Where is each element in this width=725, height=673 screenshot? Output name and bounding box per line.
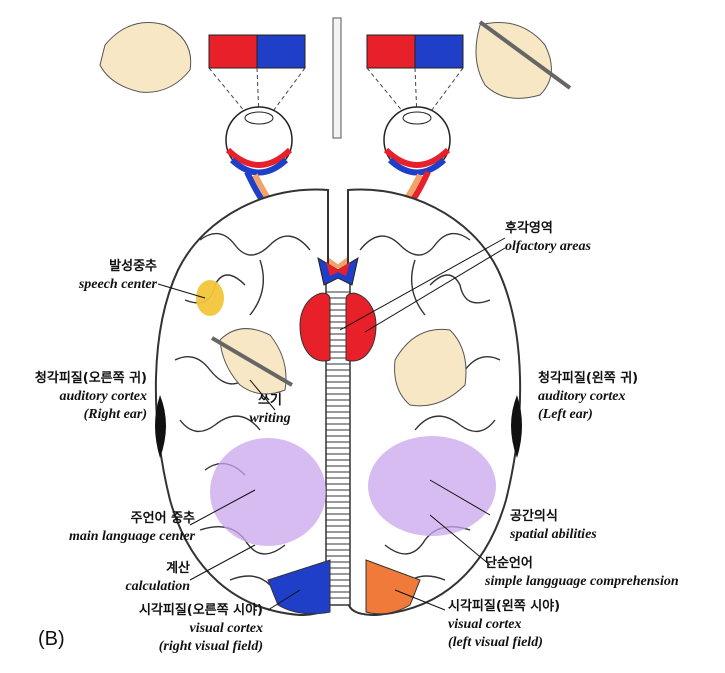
top-right-pencil xyxy=(478,20,572,90)
label-spatial-abilities: 공간의식 spatial abilities xyxy=(510,508,597,544)
label-main-language-ko: 주언어 중추 xyxy=(130,511,195,526)
label-writing: 쓰기 writing xyxy=(238,392,302,428)
right-eye xyxy=(383,106,451,176)
visual-cortex-left-field xyxy=(365,559,421,615)
label-auditory-right-ko: 청각피질(오른쪽 귀) xyxy=(34,371,147,386)
label-simple-language-en: simple langguage comprehension xyxy=(485,574,679,589)
label-visual-cortex-right-field: 시각피질(오른쪽 시야) visual cortex (right visual… xyxy=(139,602,263,656)
writing-pencil xyxy=(210,336,294,387)
label-visual-left-en1: visual cortex xyxy=(448,617,522,632)
label-auditory-right-ear: 청각피질(오른쪽 귀) auditory cortex (Right ear) xyxy=(35,370,147,424)
spatial-abilities-region xyxy=(368,436,496,536)
olfactory-area-right xyxy=(299,292,331,362)
label-visual-right-ko: 시각피질(오른쪽 시야) xyxy=(138,603,263,618)
label-auditory-left-en1: auditory cortex xyxy=(538,389,626,404)
center-divider xyxy=(332,17,342,139)
speech-center-region xyxy=(196,280,224,316)
label-auditory-right-en1: auditory cortex xyxy=(59,389,148,404)
auditory-cortex-left-ear xyxy=(511,395,522,458)
label-olfactory-areas: 후각영역 olfactory areas xyxy=(505,220,591,256)
label-main-language-en: main language center xyxy=(68,529,195,544)
label-speech-en: speech center xyxy=(78,277,157,292)
label-spatial-en: spatial abilities xyxy=(510,527,597,542)
label-olfactory-ko: 후각영역 xyxy=(505,221,553,236)
right-color-bar-red xyxy=(366,34,416,69)
label-visual-right-en1: visual cortex xyxy=(189,621,264,636)
auditory-cortex-right-ear xyxy=(155,395,166,458)
label-auditory-left-ear: 청각피질(왼쪽 귀) auditory cortex (Left ear) xyxy=(538,370,638,424)
label-simple-language-ko: 단순언어 xyxy=(485,556,533,571)
label-main-language-center: 주언어 중추 main language center xyxy=(69,510,195,546)
label-calculation: 계산 calculation xyxy=(125,560,190,596)
olfactory-area-left xyxy=(345,292,377,362)
leader-lines xyxy=(157,237,506,611)
label-writing-en: writing xyxy=(249,411,291,426)
label-calculation-en: calculation xyxy=(125,579,190,594)
right-color-bar-blue xyxy=(414,34,464,69)
top-right-hand xyxy=(475,22,552,99)
label-visual-right-en2: (right visual field) xyxy=(158,639,263,654)
label-visual-left-ko: 시각피질(왼쪽 시야) xyxy=(448,599,561,614)
left-color-bar-red xyxy=(208,34,258,69)
label-auditory-left-en2: (Left ear) xyxy=(538,407,593,422)
label-speech-ko: 발성중추 xyxy=(109,259,157,274)
optic-chiasm xyxy=(317,256,359,286)
main-language-region xyxy=(210,438,326,546)
label-olfactory-en: olfactory areas xyxy=(505,239,591,254)
label-writing-ko: 쓰기 xyxy=(258,393,282,408)
top-left-hand xyxy=(99,22,192,93)
label-spatial-ko: 공간의식 xyxy=(510,509,558,524)
label-auditory-right-en2: (Right ear) xyxy=(83,407,147,422)
left-eye xyxy=(225,106,293,176)
panel-letter: (B) xyxy=(38,628,65,650)
left-color-bar-blue xyxy=(256,34,306,69)
label-auditory-left-ko: 청각피질(왼쪽 귀) xyxy=(538,371,639,386)
label-visual-left-en2: (left visual field) xyxy=(448,635,543,650)
left-hemisphere-hand xyxy=(394,328,467,407)
label-visual-cortex-left-field: 시각피질(왼쪽 시야) visual cortex (left visual f… xyxy=(448,598,560,652)
label-calculation-ko: 계산 xyxy=(166,561,190,576)
projection-lines xyxy=(208,67,464,119)
label-speech-center: 발성중추 speech center xyxy=(79,258,157,294)
label-simple-language: 단순언어 simple langguage comprehension xyxy=(485,555,679,591)
